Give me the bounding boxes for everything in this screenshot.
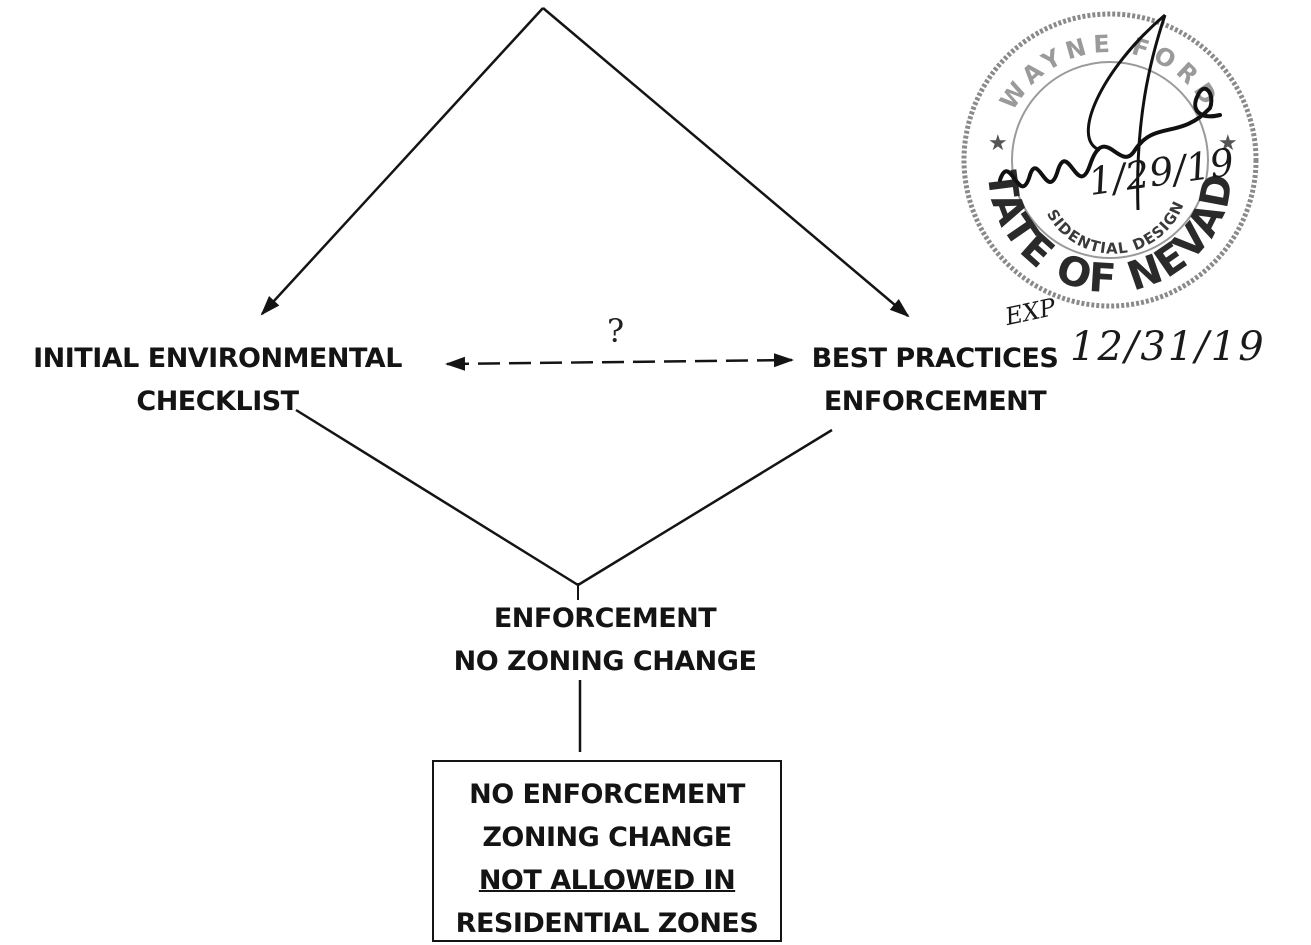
expiration-date: 12/31/19: [1070, 324, 1266, 370]
svg-text:WAYNE FORD: WAYNE FORD: [994, 30, 1225, 115]
dashed-connector: [445, 353, 794, 371]
node-middle-line-1: ENFORCEMENT: [493, 603, 717, 634]
node-left-line-1: INITIAL ENVIRONMENTAL: [33, 343, 402, 374]
node-initial-environmental-checklist: INITIAL ENVIRONMENTAL CHECKLIST: [5, 337, 430, 423]
line-left-to-middle: [295, 408, 579, 587]
box-line-2: ZONING CHANGE: [482, 822, 732, 853]
professional-seal-stamp: WAYNE FORD STATE OF NEVADA RESIDENTIAL D…: [950, 0, 1259, 309]
box-line-1: NO ENFORCEMENT: [469, 779, 745, 810]
node-right-line-1: BEST PRACTICES: [811, 343, 1059, 374]
box-line-4: RESIDENTIAL ZONES: [455, 908, 759, 939]
connector-question-mark: ?: [607, 312, 625, 350]
svg-text:★: ★: [988, 131, 1008, 156]
node-boxed-outcome: NO ENFORCEMENT ZONING CHANGE NOT ALLOWED…: [432, 760, 782, 942]
line-right-to-middle: [577, 428, 833, 587]
svg-text:★: ★: [1218, 131, 1238, 156]
node-best-practices-enforcement: BEST PRACTICES ENFORCEMENT: [800, 337, 1070, 423]
box-line-3-underlined: NOT ALLOWED IN: [478, 865, 736, 896]
node-middle-line-2: NO ZONING CHANGE: [453, 646, 757, 677]
node-right-line-2: ENFORCEMENT: [823, 386, 1047, 417]
arrow-apex-to-right: [542, 7, 910, 318]
node-enforcement-no-zoning-change: ENFORCEMENT NO ZONING CHANGE: [420, 597, 790, 683]
node-left-line-2: CHECKLIST: [136, 386, 299, 417]
arrow-apex-to-left: [260, 7, 544, 316]
